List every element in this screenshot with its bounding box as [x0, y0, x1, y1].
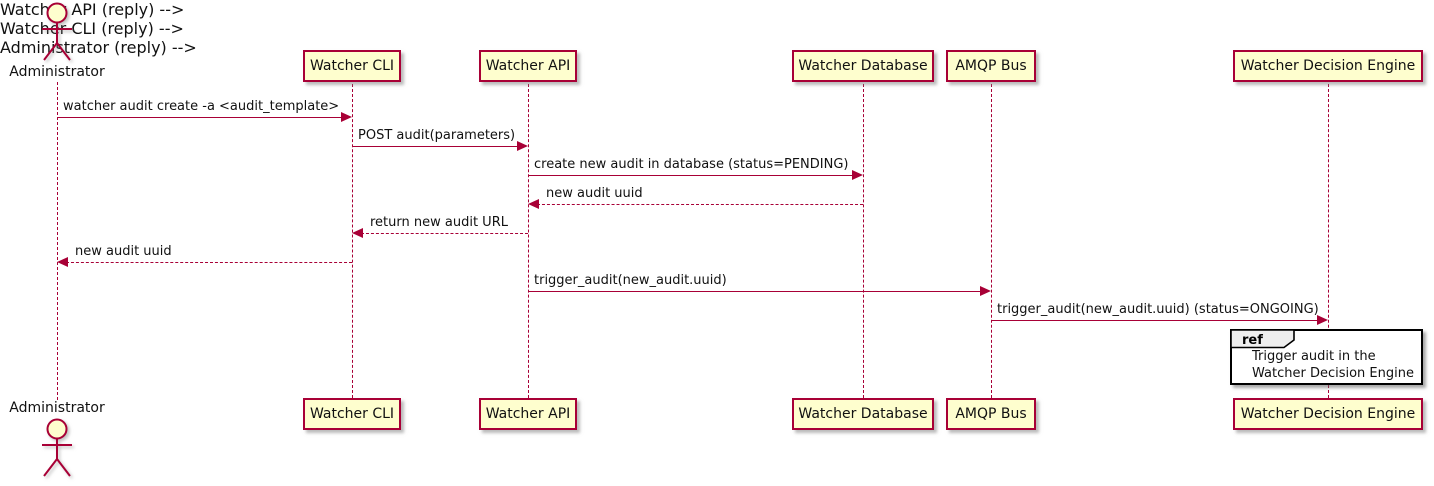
message-line: [537, 204, 863, 205]
participant-label: Watcher Database: [798, 406, 928, 422]
lifeline-watcher-cli: [352, 84, 353, 398]
participant-amqp-bus-top: AMQP Bus: [946, 50, 1036, 82]
ref-text: Trigger audit in the Watcher Decision En…: [1252, 348, 1414, 382]
actor-icon: [42, 2, 72, 61]
message-line: [66, 262, 352, 263]
message-line: [991, 320, 1319, 321]
participant-watcher-cli-bottom: Watcher CLI: [303, 398, 401, 430]
arrowhead-icon: [57, 257, 68, 267]
arrowhead-icon: [980, 286, 991, 296]
actor-label-bottom: Administrator: [9, 400, 105, 416]
message-label: POST audit(parameters): [358, 128, 516, 143]
arrowhead-icon: [341, 112, 352, 122]
message-label: trigger_audit(new_audit.uuid) (status=ON…: [997, 302, 1319, 317]
message-label: watcher audit create -a <audit_template>: [63, 99, 340, 114]
arrowhead-icon: [352, 228, 363, 238]
ref-text-line1: Trigger audit in the: [1252, 349, 1376, 364]
arrowhead-icon: [852, 170, 863, 180]
ref-keyword: ref: [1242, 333, 1263, 348]
participant-label: Watcher API: [485, 58, 571, 74]
message-line: [528, 291, 982, 292]
participant-watcher-cli-top: Watcher CLI: [303, 50, 401, 82]
ref-text-line2: Watcher Decision Engine: [1252, 366, 1414, 381]
message-line: [57, 117, 343, 118]
participant-watcher-api-top: Watcher API: [479, 50, 577, 82]
lifeline-watcher-database: [863, 84, 864, 398]
message-line: [361, 233, 528, 234]
message-label: return new audit URL: [370, 215, 508, 230]
actor-icon: [42, 418, 72, 477]
participant-label: Watcher Decision Engine: [1240, 58, 1416, 74]
participant-watcher-decision-engine-bottom: Watcher Decision Engine: [1233, 398, 1423, 430]
participant-label: AMQP Bus: [955, 58, 1027, 74]
arrowhead-icon: [1317, 315, 1328, 325]
participant-label: Watcher CLI: [309, 406, 395, 422]
participant-watcher-api-bottom: Watcher API: [479, 398, 577, 430]
actor-label-top: Administrator: [9, 64, 105, 80]
message-label: new audit uuid: [546, 186, 643, 201]
arrowhead-icon: [528, 199, 539, 209]
message-label: new audit uuid: [75, 244, 172, 259]
lifeline-watcher-api: [528, 84, 529, 398]
participant-watcher-decision-engine-top: Watcher Decision Engine: [1233, 50, 1423, 82]
message-label: trigger_audit(new_audit.uuid): [534, 273, 727, 288]
participant-label: Watcher API: [485, 406, 571, 422]
lifeline-amqp-bus: [991, 84, 992, 398]
participant-label: Watcher CLI: [309, 58, 395, 74]
participant-label: Watcher Decision Engine: [1240, 406, 1416, 422]
participant-label: Watcher Database: [798, 58, 928, 74]
participant-amqp-bus-bottom: AMQP Bus: [946, 398, 1036, 430]
ref-fragment: ref Trigger audit in the Watcher Decisio…: [1230, 329, 1423, 385]
message-line: [352, 146, 519, 147]
participant-watcher-database-bottom: Watcher Database: [792, 398, 934, 430]
message-line: [528, 175, 854, 176]
participant-watcher-database-top: Watcher Database: [792, 50, 934, 82]
arrowhead-icon: [517, 141, 528, 151]
message-label: create new audit in database (status=PEN…: [534, 157, 849, 172]
participant-label: AMQP Bus: [955, 406, 1027, 422]
lifeline-watcher-decision-engine: [1328, 84, 1329, 398]
lifeline-administrator: [57, 82, 58, 400]
ref-header-pentagon-icon: [1230, 329, 1295, 349]
